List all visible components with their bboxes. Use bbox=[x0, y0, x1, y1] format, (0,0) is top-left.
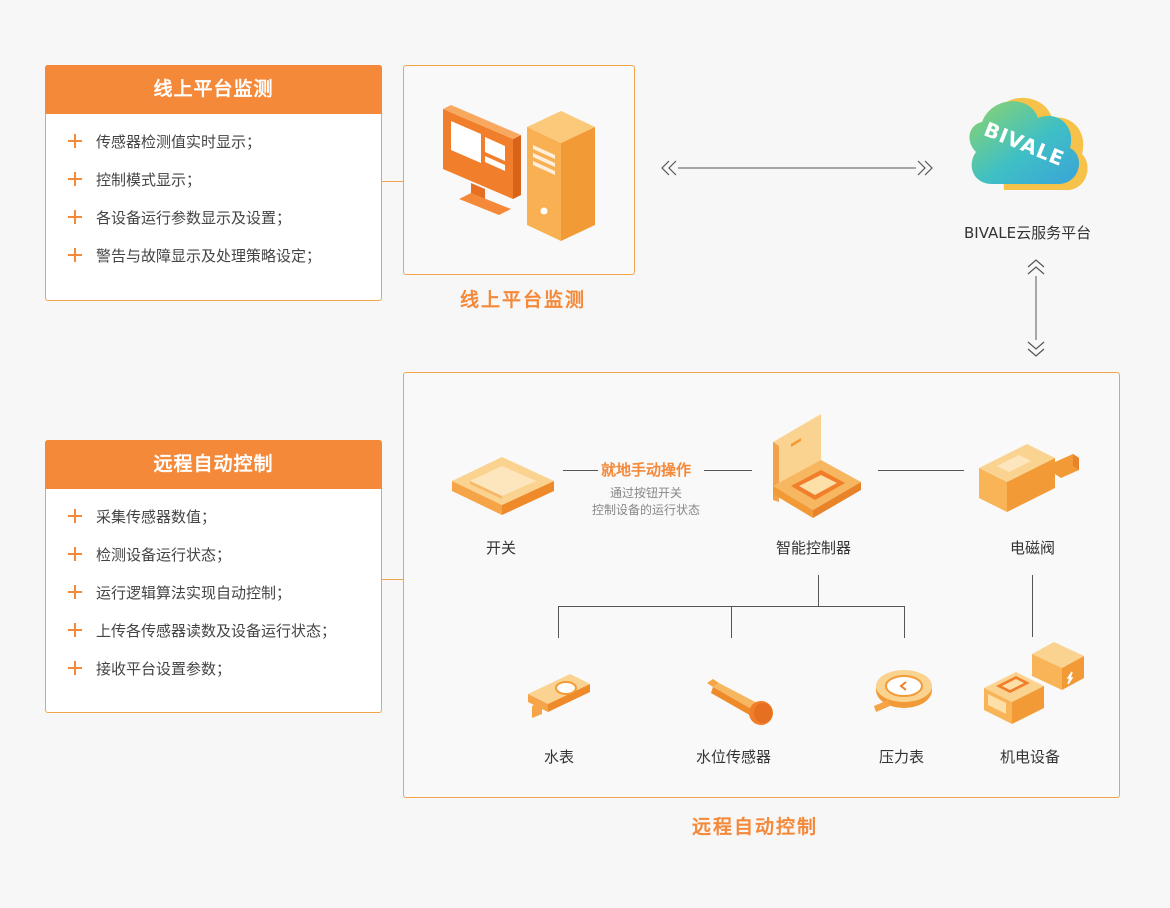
remote-caption: 远程自动控制 bbox=[692, 816, 819, 838]
remote-control-panel-title: 远程自动控制 bbox=[45, 440, 382, 489]
controller-to-valve-line bbox=[878, 470, 964, 471]
online-caption: 线上平台监测 bbox=[460, 289, 587, 311]
valve-to-motor-line bbox=[1032, 575, 1033, 637]
solenoid-valve-label: 电磁阀 bbox=[1010, 539, 1056, 557]
manual-operation-title: 就地手动操作 bbox=[601, 461, 692, 479]
vertical-bidirectional-arrow-icon bbox=[1027, 259, 1045, 357]
tree-drop-pressure-gauge bbox=[904, 606, 905, 638]
plus-icon bbox=[68, 171, 82, 186]
switch-to-controller-line-left bbox=[563, 470, 598, 471]
bidirectional-arrow-icon bbox=[661, 160, 933, 176]
cloud-logo-icon bbox=[969, 97, 1088, 191]
online-feature-item: 各设备运行参数显示及设置； bbox=[68, 199, 321, 237]
remote-connector-line bbox=[382, 579, 403, 580]
remote-feature-item: 运行逻辑算法实现自动控制； bbox=[68, 574, 336, 612]
cloud-label: BIVALE云服务平台 bbox=[964, 224, 1092, 242]
water-meter-icon bbox=[528, 674, 590, 718]
switch-icon bbox=[452, 457, 554, 515]
remote-control-panel: 远程自动控制 采集传感器数值； 检测设备运行状态； 运行逻辑算法实现自动控制； … bbox=[45, 440, 382, 713]
plus-icon bbox=[68, 508, 82, 523]
plus-icon bbox=[68, 584, 82, 599]
solenoid-valve-icon bbox=[979, 444, 1079, 512]
online-monitor-panel-title: 线上平台监测 bbox=[45, 65, 382, 114]
remote-feature-item: 上传各传感器读数及设备运行状态； bbox=[68, 612, 336, 650]
pressure-gauge-icon bbox=[874, 670, 932, 712]
water-level-sensor-icon bbox=[707, 679, 773, 725]
motor-equipment-label: 机电设备 bbox=[1000, 748, 1061, 766]
plus-icon bbox=[68, 133, 82, 148]
remote-system-frame bbox=[403, 372, 1120, 798]
online-feature-item: 传感器检测值实时显示； bbox=[68, 123, 321, 161]
manual-operation-desc-1: 通过按钮开关 bbox=[610, 486, 683, 500]
plus-icon bbox=[68, 622, 82, 637]
computer-icon bbox=[443, 105, 595, 241]
online-feature-item: 警告与故障显示及处理策略设定； bbox=[68, 237, 321, 275]
switch-to-controller-line-right bbox=[704, 470, 752, 471]
manual-operation-desc-2: 控制设备的运行状态 bbox=[592, 503, 701, 517]
plus-icon bbox=[68, 660, 82, 675]
plus-icon bbox=[68, 247, 82, 262]
computer-frame bbox=[403, 65, 635, 275]
pressure-gauge-label: 压力表 bbox=[879, 748, 925, 766]
smart-controller-label: 智能控制器 bbox=[776, 539, 852, 557]
remote-feature-item: 接收平台设置参数； bbox=[68, 650, 336, 688]
remote-feature-list: 采集传感器数值； 检测设备运行状态； 运行逻辑算法实现自动控制； 上传各传感器读… bbox=[68, 498, 336, 688]
online-feature-list: 传感器检测值实时显示； 控制模式显示； 各设备运行参数显示及设置； 警告与故障显… bbox=[68, 123, 321, 275]
online-feature-item: 控制模式显示； bbox=[68, 161, 321, 199]
water-level-sensor-label: 水位传感器 bbox=[696, 748, 772, 766]
motor-equipment-icon bbox=[984, 642, 1084, 724]
water-meter-label: 水表 bbox=[544, 748, 575, 766]
tree-drop-water-meter bbox=[558, 606, 559, 638]
smart-controller-icon bbox=[773, 414, 861, 518]
switch-label: 开关 bbox=[486, 539, 517, 557]
online-monitor-panel: 线上平台监测 传感器检测值实时显示； 控制模式显示； 各设备运行参数显示及设置；… bbox=[45, 65, 382, 301]
remote-feature-item: 检测设备运行状态； bbox=[68, 536, 336, 574]
plus-icon bbox=[68, 209, 82, 224]
tree-drop-level-sensor bbox=[731, 606, 732, 638]
remote-feature-item: 采集传感器数值； bbox=[68, 498, 336, 536]
controller-tree-trunk bbox=[818, 575, 819, 607]
online-connector-line bbox=[382, 181, 403, 182]
plus-icon bbox=[68, 546, 82, 561]
